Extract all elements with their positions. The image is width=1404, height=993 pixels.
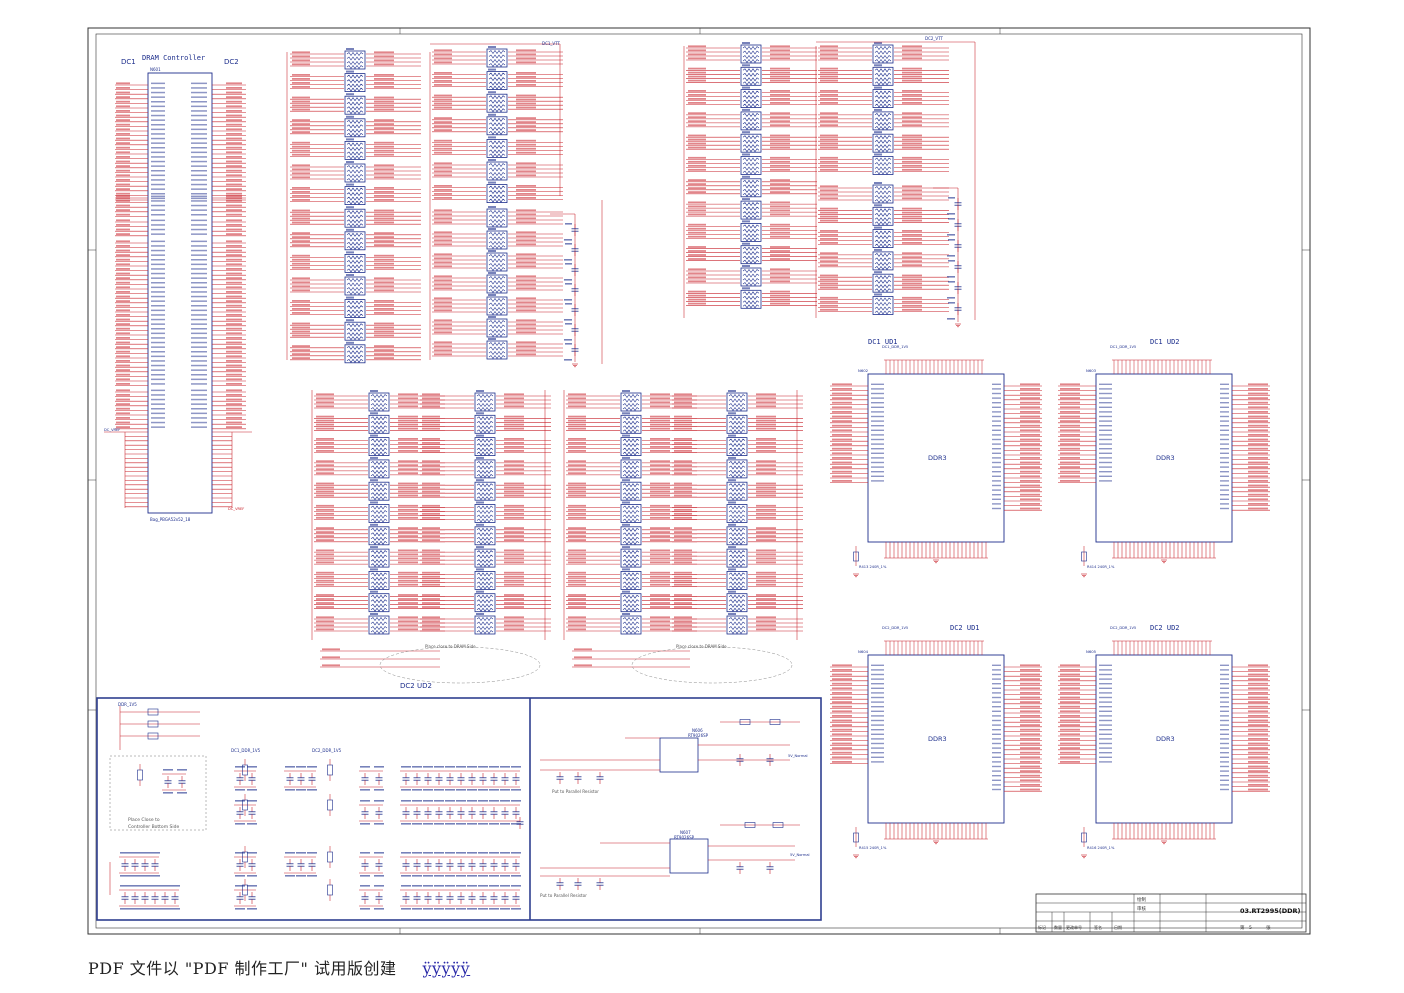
- ddr3-chip-part: DDR3: [1156, 735, 1175, 743]
- controller-dc2-label: DC2: [224, 58, 239, 66]
- rev-header-3: 签名: [1094, 924, 1102, 930]
- termination-banks-top-right: [683, 41, 976, 320]
- title-checked: 审核: [1137, 905, 1146, 912]
- dc1-vref-label: DC_VREF: [104, 428, 120, 432]
- place-close-right-group: Place close to DRAM Side: [631, 644, 793, 684]
- watermark-link[interactable]: ÿÿÿÿÿ: [422, 959, 471, 978]
- place-close-right: Place close to DRAM Side: [676, 644, 727, 649]
- title-doc: 03.RT2995(DDR): [1240, 907, 1301, 915]
- reg2-ref: N607: [680, 830, 691, 835]
- ddr3-chip-ref: N603: [1086, 368, 1097, 373]
- vtt-decoupling-dc2: [933, 187, 962, 328]
- power-box: [96, 697, 822, 921]
- ddr3-chip-part: DDR3: [1156, 454, 1175, 462]
- zq-resistor-label: R413 240R_1%: [859, 565, 887, 569]
- ddr3-chip-ref: N604: [858, 649, 869, 654]
- ddr3-chip-title: DC2 UD1: [950, 624, 980, 632]
- ddr3-chip-part: DDR3: [928, 735, 947, 743]
- ddr3-chip-title: DC1 UD2: [1150, 338, 1180, 346]
- place-close-left: Place close to DRAM Side: [425, 644, 476, 649]
- regulator-2: [669, 838, 709, 874]
- controller-body: [147, 72, 213, 514]
- ddr3-chip-body: [1095, 654, 1233, 824]
- title-block: 绘制 审核 03.RT2995(DDR) 标记 数量 更改单号 签名 日期 第 …: [1035, 893, 1307, 933]
- rev-header-4: 日期: [1114, 924, 1122, 930]
- normal-1: 5V_Normal: [788, 754, 808, 758]
- ddr3-chip-rail: DC1_DDR_1V5: [1110, 345, 1136, 349]
- page-suffix: 张: [1266, 924, 1271, 931]
- normal-2: 5V_Normal: [790, 853, 810, 857]
- page-number: 5: [1249, 925, 1252, 931]
- ddr3-chip-rail: DC2_DDR_1V5: [1110, 626, 1136, 630]
- termination-banks-top-left: [286, 43, 603, 364]
- dram-controller: DRAM Controller DC1 DC2 N601 Bag_PBGA52x…: [104, 54, 252, 522]
- zq-resistor-label: R416 240R_1%: [1087, 846, 1115, 850]
- ddr3-chip-title: DC2 UD2: [1150, 624, 1180, 632]
- dc2-ud2-label: DC2 UD2: [400, 682, 432, 690]
- dc1-vtt-top-label: DC1_VTT: [542, 41, 561, 46]
- dc2-rail-label: DC2_DDR_1V5: [312, 748, 342, 753]
- title-drawn: 绘制: [1137, 896, 1146, 903]
- termination-banks-mid: [311, 390, 803, 668]
- sheet-frame: [87, 27, 1311, 935]
- power-section: DDR_1V5 Place Close to Controller Bottom…: [96, 697, 822, 921]
- ddr3-chip-body: [867, 654, 1005, 824]
- controller-part: Bag_PBGA52x52_18: [150, 517, 191, 522]
- ddr3-chip-rail: DC1_DDR_1V5: [882, 345, 908, 349]
- watermark-text: PDF 文件以 "PDF 制作工厂" 试用版创建: [88, 959, 397, 978]
- reg-note-1: Put to Parallel Resistor: [552, 789, 599, 794]
- place-note-1: Place Close to: [128, 817, 160, 823]
- ddr3-chip-ref: N602: [858, 368, 869, 373]
- zq-resistor-label: R414 240R_1%: [1087, 565, 1115, 569]
- regulator-1: [659, 737, 699, 773]
- dc1-rail-label: DC1_DDR_1V5: [231, 748, 261, 753]
- ddr-rail-label: DDR_1V5: [118, 702, 137, 707]
- place-note-2: Controller Bottom Side: [128, 824, 179, 830]
- dc2-vtt-top-label: DC2_VTT: [925, 36, 944, 41]
- zq-resistor-label: R415 240R_1%: [859, 846, 887, 850]
- reg1-part: RT9026SP: [688, 733, 709, 738]
- place-close-left-group: Place close to DRAM Side: [379, 644, 541, 684]
- ddr3-chip-body: [1095, 373, 1233, 543]
- vtt-decoupling-dc1: [550, 213, 579, 368]
- controller-title: DRAM Controller: [142, 54, 205, 62]
- reg-note-2: Put to Parallel Resistor: [540, 893, 587, 898]
- pdf-watermark: PDF 文件以 "PDF 制作工厂" 试用版创建 ÿÿÿÿÿ: [88, 955, 652, 979]
- reg1-ref: N606: [692, 728, 703, 733]
- dc2-vref-label: DC_VREF: [228, 507, 244, 511]
- ddr3-chip-rail: DC2_DDR_1V5: [882, 626, 908, 630]
- ddr3-chip-ref: N605: [1086, 649, 1097, 654]
- controller-dc1-label: DC1: [121, 58, 136, 66]
- rev-header-2: 更改单号: [1066, 924, 1082, 930]
- ddr3-chip-title: DC1 UD1: [868, 338, 898, 346]
- reg2-part: RT9026SP: [674, 835, 695, 840]
- rev-header-0: 标记: [1038, 924, 1046, 930]
- page-prefix: 第: [1240, 924, 1245, 931]
- ddr3-chip-body: [867, 373, 1005, 543]
- rev-header-1: 数量: [1054, 924, 1062, 930]
- controller-ref: N601: [150, 67, 161, 72]
- ddr3-chip-part: DDR3: [928, 454, 947, 462]
